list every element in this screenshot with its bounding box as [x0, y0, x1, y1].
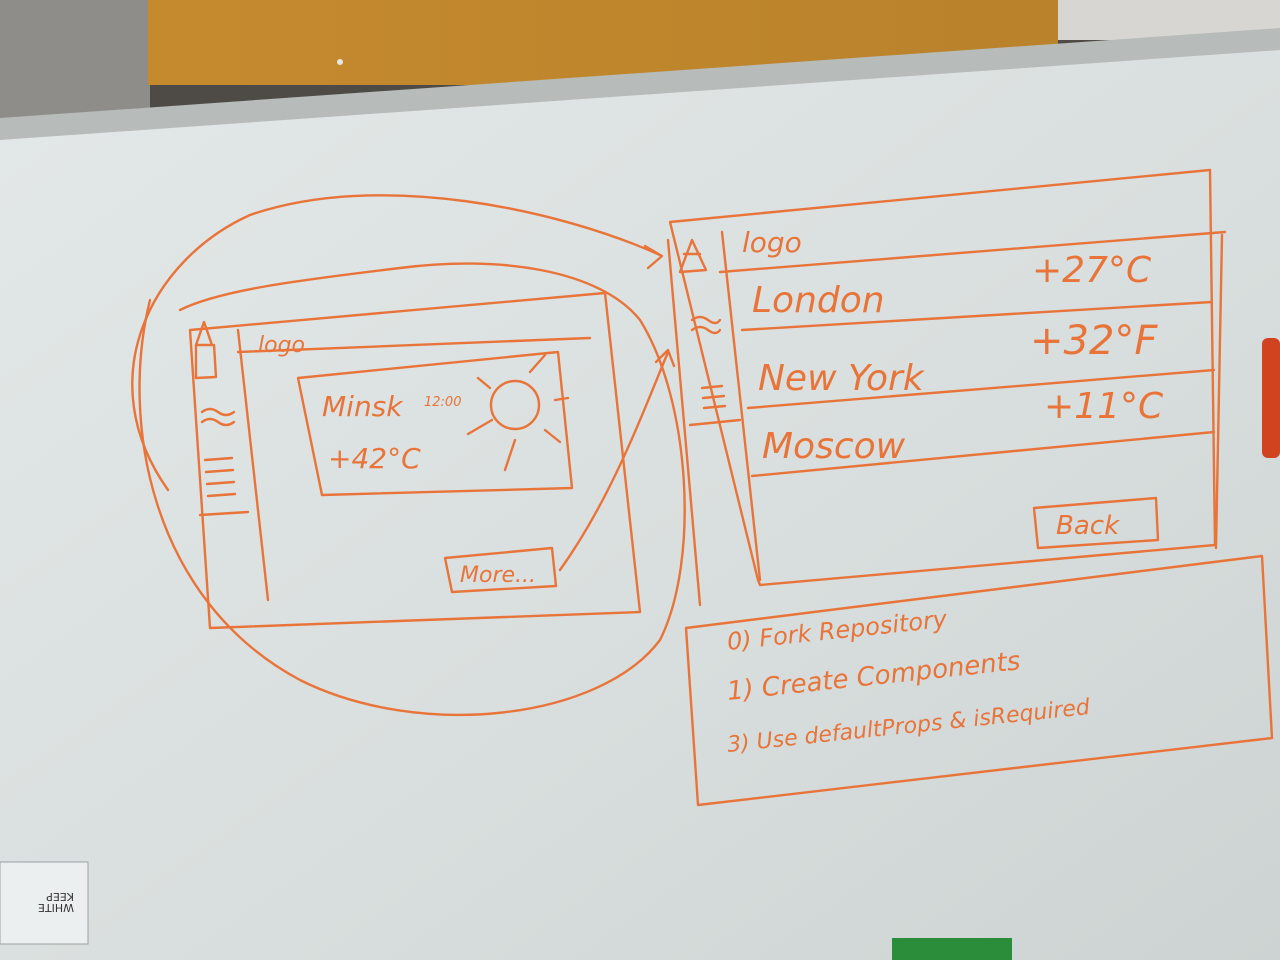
- green-object: [892, 938, 1012, 960]
- row-1-temp: +27°C: [1032, 250, 1152, 291]
- sticker-line-1: KEEP: [46, 890, 74, 903]
- loop-arrow: [131, 194, 664, 492]
- wall-left: [0, 0, 150, 120]
- pin: [337, 59, 343, 65]
- row-3-city: Moscow: [762, 426, 906, 467]
- time-label: 12:00: [424, 395, 461, 410]
- screen-frame-right-outer: [666, 233, 1224, 607]
- wave-icon: [690, 315, 722, 335]
- back-button[interactable]: Back: [1056, 511, 1120, 541]
- row-divider-2: [746, 368, 1216, 410]
- row-2-city: New York: [758, 358, 926, 399]
- row-1-city: London: [752, 280, 885, 321]
- sun-icon: [466, 353, 570, 472]
- screen-frame: [188, 291, 642, 630]
- row-3-temp: +11°C: [1044, 386, 1164, 427]
- more-button[interactable]: More...: [460, 563, 536, 588]
- sidebar-bottom: [198, 510, 250, 517]
- row-divider-1: [740, 300, 1214, 332]
- sketch-right: logo London +27°C New York +32°F Moscow …: [666, 168, 1227, 607]
- header-divider: [236, 336, 592, 354]
- temperature-label: +42°C: [328, 442, 421, 475]
- home-icon: [678, 238, 708, 274]
- sidebar-bottom-right: [688, 418, 742, 427]
- eraser-sticker: KEEP WHITE: [0, 861, 89, 945]
- sticker-line-2: WHITE: [38, 901, 74, 914]
- back-button-outline: [1032, 496, 1160, 550]
- menu-icon: [700, 384, 727, 410]
- sidebar-divider-right: [720, 230, 762, 582]
- home-icon: [194, 320, 218, 380]
- weather-card: [296, 350, 574, 497]
- more-button-outline: [443, 546, 558, 594]
- sidebar-divider: [236, 328, 270, 602]
- city-label: Minsk: [322, 390, 404, 423]
- menu-icon: [203, 456, 237, 498]
- row-2-temp: +32°F: [1030, 318, 1158, 364]
- red-marker: [1262, 338, 1280, 458]
- logo-text-left: logo: [258, 333, 305, 358]
- row-divider-3: [750, 430, 1216, 478]
- connector-arrow: [558, 348, 676, 572]
- wave-icon: [200, 407, 236, 427]
- board-surface: [0, 50, 1280, 960]
- sketch-left: logo Minsk 12:00 +42°C More...: [131, 194, 686, 717]
- header-divider-right: [718, 230, 1227, 274]
- screen-frame-right: [668, 168, 1217, 587]
- task-list-frame: [684, 554, 1274, 807]
- logo-text-right: logo: [742, 226, 802, 259]
